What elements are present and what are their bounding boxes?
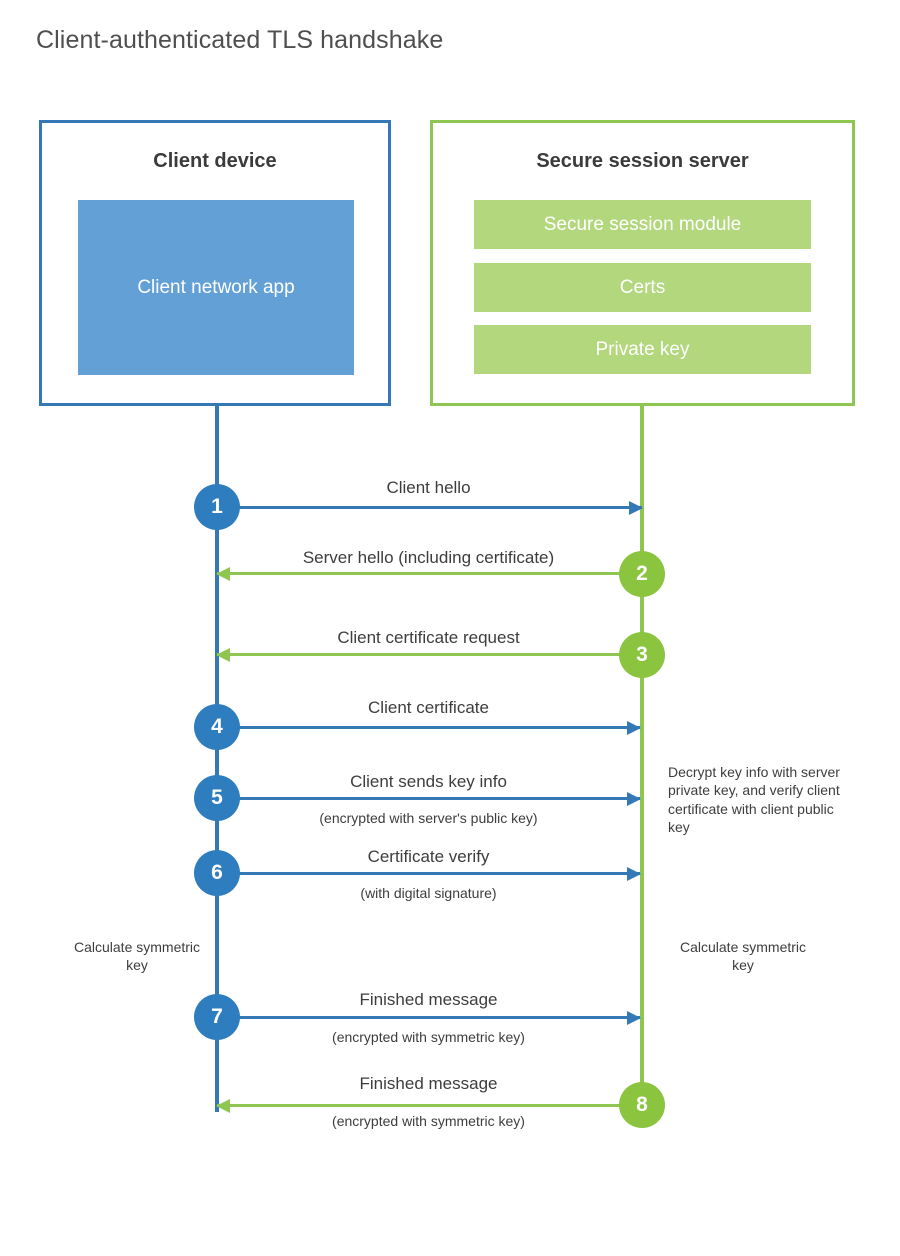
step-badge-3[interactable]: 3 [619, 632, 665, 678]
message-arrow-8 [216, 1098, 642, 1113]
page-title: Client-authenticated TLS handshake [36, 26, 444, 54]
server-lifeline [640, 403, 644, 1106]
client-device-box: Client device Client network app [39, 120, 391, 406]
step-badge-1[interactable]: 1 [194, 484, 240, 530]
message-arrow-1 [217, 500, 643, 515]
arrow-head-left-icon [216, 1098, 230, 1113]
message-arrow-6 [217, 866, 641, 881]
message-label-1: Client hello [386, 478, 471, 497]
annotation-server-calculate-symmetric-key: Calculate symmetric key [679, 939, 807, 974]
message-arrow-2 [216, 566, 642, 581]
message-arrow-4 [217, 720, 641, 735]
server-component-certs: Certs [474, 263, 811, 312]
message-label-4: Client certificate [368, 698, 489, 717]
arrow-head-right-icon [627, 866, 641, 881]
annotation-client-calculate-symmetric-key: Calculate symmetric key [73, 939, 201, 974]
step-badge-5[interactable]: 5 [194, 775, 240, 821]
message-label-8: Finished message [359, 1074, 498, 1093]
step-badge-7[interactable]: 7 [194, 994, 240, 1040]
client-network-app-component: Client network app [78, 200, 354, 375]
message-sublabel-7: (encrypted with symmetric key) [332, 1029, 525, 1045]
message-label-6: Certificate verify [367, 847, 490, 866]
message-sublabel-5: (encrypted with server's public key) [319, 810, 538, 826]
client-lifeline [215, 403, 219, 1112]
message-arrow-5 [217, 791, 641, 806]
step-badge-4[interactable]: 4 [194, 704, 240, 750]
arrow-head-right-icon [629, 500, 643, 515]
server-component-private-key: Private key [474, 325, 811, 374]
message-label-5: Client sends key info [350, 772, 507, 791]
arrow-head-right-icon [627, 1010, 641, 1025]
secure-session-server-title: Secure session server [536, 150, 749, 172]
server-component-secure-session-module: Secure session module [474, 200, 811, 249]
client-device-title: Client device [153, 150, 277, 172]
arrow-head-right-icon [627, 720, 641, 735]
step-badge-2[interactable]: 2 [619, 551, 665, 597]
message-sublabel-6: (with digital signature) [360, 885, 497, 901]
annotation-server-decrypt: Decrypt key info with server private key… [668, 764, 840, 836]
secure-session-server-box: Secure session server Secure session mod… [430, 120, 855, 406]
message-arrow-7 [217, 1010, 641, 1025]
arrow-head-left-icon [216, 647, 230, 662]
arrow-head-right-icon [627, 791, 641, 806]
message-label-7: Finished message [359, 990, 498, 1009]
step-badge-8[interactable]: 8 [619, 1082, 665, 1128]
arrow-head-left-icon [216, 566, 230, 581]
message-sublabel-8: (encrypted with symmetric key) [332, 1113, 525, 1129]
message-arrow-3 [216, 647, 642, 662]
step-badge-6[interactable]: 6 [194, 850, 240, 896]
message-label-2: Server hello (including certificate) [302, 548, 555, 567]
message-label-3: Client certificate request [337, 628, 520, 647]
